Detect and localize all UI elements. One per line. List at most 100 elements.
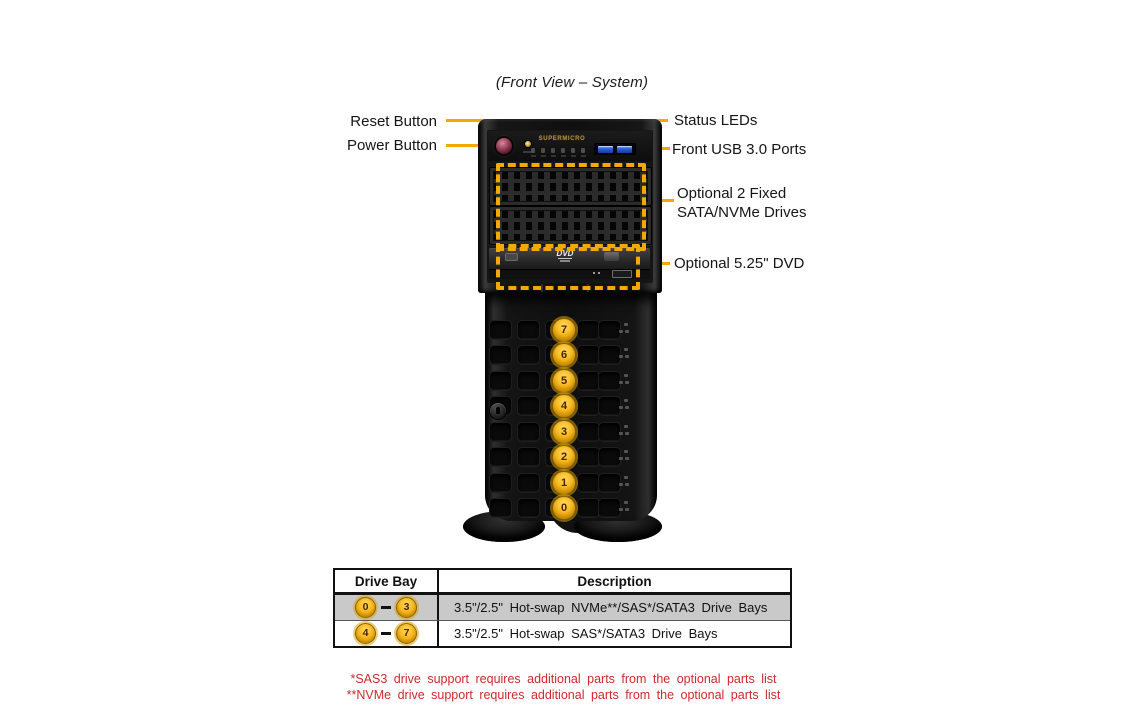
drive-bay-handle <box>489 320 512 340</box>
drive-bay-handle <box>577 370 600 391</box>
drive-bay-handle <box>598 447 621 468</box>
drive-bay-handle <box>598 396 621 417</box>
dvd-logo: DVD <box>550 249 580 262</box>
footnote-sas3: *SAS3 drive support requires additional … <box>350 672 777 686</box>
dvd-indicator-dot <box>593 272 595 274</box>
drive-bay-led <box>624 323 628 326</box>
bay-badge: 4 <box>355 623 376 644</box>
bay-badge: 0 <box>355 597 376 618</box>
table-row: 0 3 3.5"/2.5" Hot-swap NVMe**/SAS*/SATA3… <box>335 595 790 621</box>
drive-bay-led <box>625 457 629 461</box>
drive-bay-handle <box>577 498 600 519</box>
dvd-eject-button <box>604 252 619 261</box>
dvd-left-button <box>505 253 518 261</box>
power-button <box>496 138 512 154</box>
drive-bay-led <box>619 431 623 435</box>
drive-bay-handle <box>517 320 540 340</box>
table-header-row: Drive Bay Description <box>335 570 790 595</box>
drive-bay-led <box>619 457 623 461</box>
callout-reset-label: Reset Button <box>350 113 437 130</box>
status-led-icon <box>571 148 575 153</box>
drive-bay-led <box>624 501 628 505</box>
bay-description: 3.5"/2.5" Hot-swap SAS*/SATA3 Drive Bays <box>454 626 718 641</box>
footnotes: *SAS3 drive support requires additional … <box>298 671 829 703</box>
usb-port-icon <box>617 145 632 153</box>
dvd-tray-button <box>612 270 632 278</box>
dvd-highlight-box <box>496 244 640 290</box>
lock-icon <box>490 403 506 419</box>
status-led-icon <box>561 148 565 153</box>
drive-bay-badge: 3 <box>552 419 576 444</box>
drive-bay-handle <box>577 320 600 340</box>
drive-bay-led <box>625 355 629 359</box>
bay-range: 0 3 <box>335 595 439 620</box>
dash-icon <box>381 606 391 609</box>
page-title: (Front View – System) <box>495 74 649 91</box>
drive-bay-badge: 1 <box>552 470 576 495</box>
drive-bay-handle <box>517 498 540 519</box>
drive-bay-handle <box>577 396 600 417</box>
drive-bay-badge: 0 <box>552 496 576 521</box>
drive-bay-led <box>619 355 623 359</box>
drive-bay-handle <box>598 472 621 493</box>
drive-bay-led <box>619 482 623 486</box>
drive-bay-badge: 7 <box>552 318 576 342</box>
drive-bay-handle <box>598 345 621 366</box>
drive-bay-led <box>619 508 623 512</box>
drive-bay-badge: 6 <box>552 343 576 368</box>
drive-bay-led <box>625 431 629 435</box>
bay-description: 3.5"/2.5" Hot-swap NVMe**/SAS*/SATA3 Dri… <box>454 600 768 615</box>
callout-usb-label: Front USB 3.0 Ports <box>672 141 807 158</box>
status-led-icon <box>581 148 585 153</box>
drive-bay-led <box>625 330 629 333</box>
drive-bay-handle <box>489 447 512 468</box>
drive-bay-led <box>619 380 623 384</box>
dash-icon <box>381 632 391 635</box>
callout-power-label: Power Button <box>346 137 437 154</box>
usb-port-icon <box>598 145 613 153</box>
drive-bay-handle <box>598 370 621 391</box>
table-header-drive-bay: Drive Bay <box>335 570 439 592</box>
drive-bay-led <box>625 482 629 486</box>
status-leds <box>531 148 591 153</box>
drive-bay-led <box>624 424 628 428</box>
drive-bay-handle <box>577 447 600 468</box>
brand-logo: SUPERMICRO <box>538 136 586 142</box>
drive-bay-led <box>624 373 628 377</box>
drive-bay-handle <box>517 396 540 417</box>
callout-status-leds-label: Status LEDs <box>674 112 758 129</box>
drive-bay-handle <box>577 421 600 442</box>
bay-badge: 7 <box>396 623 417 644</box>
dvd-tray <box>489 269 650 279</box>
drive-bay-handle <box>517 447 540 468</box>
fixed-drive-bay-cover-top <box>489 167 652 206</box>
footnote-nvme: **NVMe drive support requires additional… <box>346 688 781 702</box>
front-usb-ports <box>594 143 636 155</box>
reset-button <box>525 141 531 147</box>
drive-bay-led <box>624 475 628 479</box>
dvd-logo-text: DVD <box>556 249 574 258</box>
callout-dvd-label: Optional 5.25" DVD <box>674 255 805 272</box>
drive-bay-led <box>625 508 629 512</box>
bay-badge: 3 <box>396 597 417 618</box>
drive-bay-led <box>624 450 628 454</box>
callout-fixed-drives-line2: SATA/NVMe Drives <box>677 204 807 221</box>
drive-bay-handle <box>577 345 600 366</box>
drive-bay-led <box>625 406 629 410</box>
drive-bay-handle <box>489 421 512 442</box>
drive-bay-handle <box>489 370 512 391</box>
dvd-indicator-dot <box>598 272 600 274</box>
drive-bay-led <box>624 399 628 403</box>
drive-bay-handle <box>517 370 540 391</box>
status-led-glyphs <box>531 155 591 157</box>
drive-bay-handle <box>489 498 512 519</box>
drive-bay-handle <box>517 345 540 366</box>
status-led-icon <box>551 148 555 153</box>
bay-range: 4 7 <box>335 621 439 646</box>
drive-bay-handle <box>517 472 540 493</box>
drive-bay-handle <box>598 421 621 442</box>
callout-line-power <box>446 144 499 147</box>
drive-bay-table: Drive Bay Description 0 3 3.5"/2.5" Hot-… <box>333 568 792 648</box>
drive-bay-led <box>625 380 629 384</box>
